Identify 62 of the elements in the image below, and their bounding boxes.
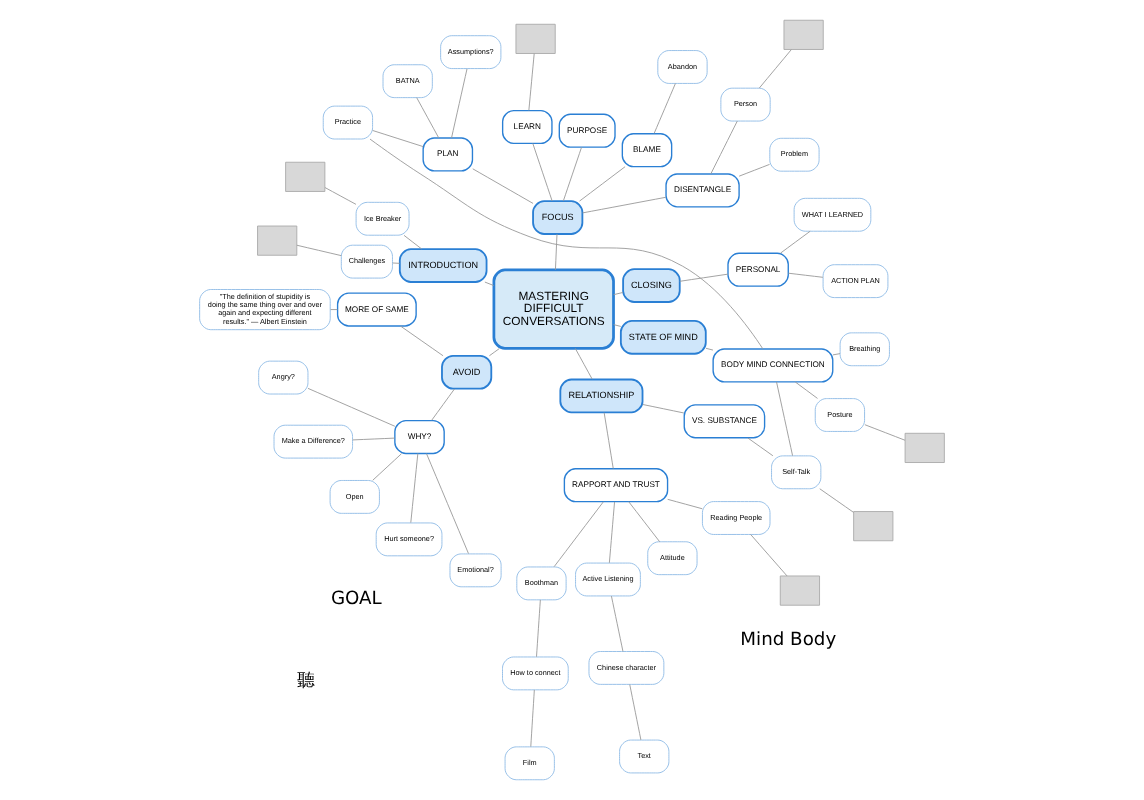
connector: [530, 689, 535, 748]
connector: [403, 234, 423, 250]
node-box: [285, 161, 326, 192]
connector: [451, 68, 468, 139]
node-box: [515, 23, 556, 54]
connector: [372, 130, 424, 148]
connector: [738, 163, 771, 177]
connector: [352, 437, 396, 441]
node-box: [853, 511, 894, 542]
connector: [553, 501, 604, 568]
connector: [324, 187, 357, 205]
connector: [400, 325, 444, 357]
connector: [613, 292, 624, 296]
connector: [642, 404, 685, 414]
connector: [392, 262, 401, 264]
connector: [832, 353, 841, 356]
connector: [426, 453, 469, 554]
label: GOAL: [330, 589, 382, 610]
connector: [776, 381, 794, 457]
connector: [296, 244, 342, 257]
connector: [705, 347, 714, 351]
connector: [780, 230, 811, 254]
connector: [608, 501, 615, 564]
node-box: [783, 19, 824, 50]
connector: [330, 309, 338, 311]
connector: [864, 424, 906, 441]
connector: [787, 272, 824, 278]
connector: [653, 83, 676, 134]
connector: [629, 684, 642, 741]
connector: [562, 146, 582, 202]
connector: [758, 49, 792, 89]
connector: [307, 387, 396, 427]
connector: [747, 437, 774, 457]
connector: [372, 453, 402, 481]
connector: [750, 534, 788, 577]
connector: [532, 143, 553, 202]
connector: [628, 501, 661, 543]
label: Mind Body: [740, 631, 837, 652]
node-box: [257, 225, 298, 256]
connector: [819, 488, 854, 513]
connector: [582, 196, 667, 214]
connector: [667, 498, 703, 510]
connector: [528, 53, 535, 111]
connector: [613, 324, 622, 327]
connector: [488, 348, 500, 357]
connector: [710, 120, 738, 175]
connector: [610, 595, 624, 652]
connector: [574, 348, 593, 380]
node-box: [904, 432, 945, 463]
label: 聽: [297, 672, 316, 693]
connector: [555, 233, 558, 271]
connector: [472, 168, 534, 204]
connector: [603, 412, 614, 469]
connector: [431, 388, 455, 421]
connector: [679, 273, 729, 282]
connector: [416, 97, 440, 139]
connector: [536, 599, 541, 658]
connector: [794, 381, 818, 399]
connector: [579, 166, 626, 202]
node-box: [779, 575, 820, 606]
connector: [410, 453, 419, 524]
connector: [484, 281, 495, 286]
